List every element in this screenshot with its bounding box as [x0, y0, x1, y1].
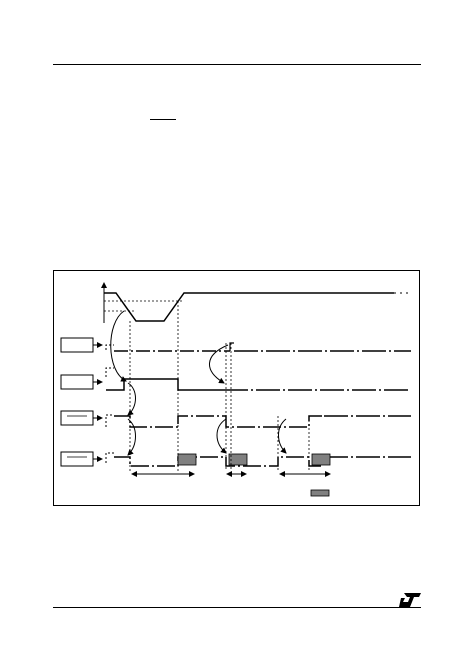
supply-guides [104, 300, 184, 312]
shaded-interval-1 [177, 453, 197, 466]
footer-rule [53, 607, 421, 608]
timing-diagram-svg [60, 282, 411, 497]
signal-3-label-box [60, 410, 94, 426]
timing-diagram-figure [53, 270, 420, 506]
st-logo [399, 593, 421, 607]
signal-1 [60, 337, 411, 353]
header-rule [53, 64, 421, 65]
signal-4-label-box [60, 451, 94, 467]
supply-waveform [101, 282, 411, 323]
shaded-interval-3 [311, 453, 331, 466]
signal-3 [60, 410, 411, 428]
signal-1-label-box [60, 337, 94, 353]
legend-swatch [310, 489, 330, 497]
shaded-interval-2 [228, 453, 248, 466]
time-guides [129, 301, 310, 471]
signal-4 [60, 451, 411, 467]
signal-2-label-box [60, 374, 94, 390]
causality-arrows [110, 310, 287, 456]
overline-mark [150, 119, 176, 120]
signal-2 [60, 367, 411, 391]
